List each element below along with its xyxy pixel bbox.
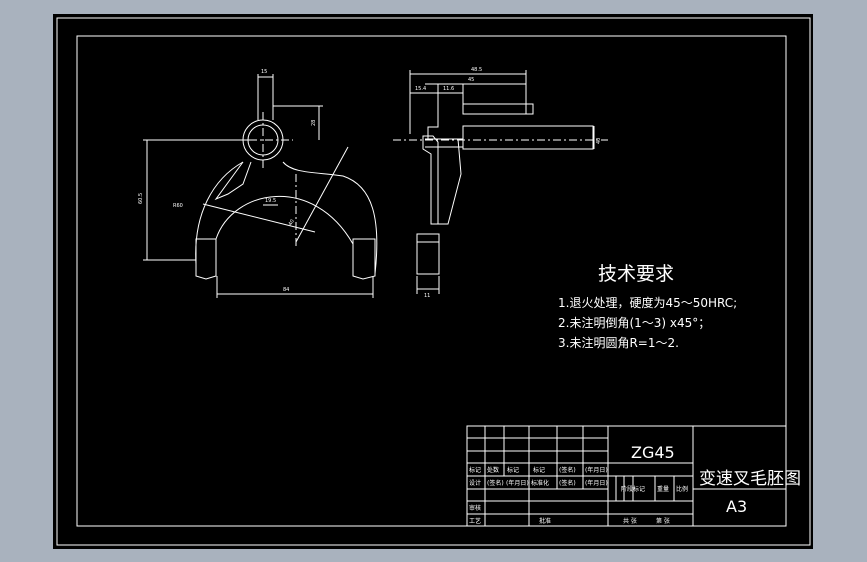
side-hub-body [462, 125, 594, 150]
sheet-size: A3 [726, 497, 747, 516]
side-b-text: 15.4 [415, 86, 426, 92]
label-gongyi: 工艺 [469, 517, 481, 525]
front-dims-text: 15 28 60.5 R60 40 84 19.5 [138, 69, 317, 293]
dim-center-text: 19.5 [265, 198, 276, 204]
hdr-gaiwenjian: 标记 [533, 466, 545, 474]
label-pizhun: 批准 [539, 517, 551, 525]
tech-item-1: 1.退火处理，硬度为45～50HRC; [558, 295, 737, 310]
side-bottom-text: 11 [424, 293, 430, 299]
fork-inner-arc [215, 195, 354, 245]
hdr-biaoji: 标记 [469, 466, 481, 474]
outer-border [56, 17, 811, 546]
label-sheji: 设计 [469, 479, 481, 487]
label-shenhe: 审核 [469, 504, 481, 512]
side-view [393, 70, 608, 294]
side-top-profile [427, 83, 534, 139]
label-biaozhunhua: 标准化 [531, 479, 549, 487]
drawing-sheet: 15 28 60.5 R60 40 84 19.5 48.5 45 15.4 1… [53, 14, 813, 549]
tech-item-2: 2.未注明倒角(1～3) x45°； [558, 315, 710, 330]
title-block [466, 425, 787, 527]
drawing-name: 变速叉毛胚图 [699, 469, 801, 489]
dim-left-height-text: 60.5 [138, 193, 144, 204]
dim-diameter-text: 40 [288, 218, 296, 227]
fork-left-foot [195, 238, 217, 280]
material-label: ZG45 [631, 443, 675, 462]
sheji-date: (年月日) [506, 479, 529, 487]
radius-leader [202, 203, 316, 233]
hdr-fenqu: 标记 [507, 466, 519, 474]
fork-right-foot [352, 238, 376, 280]
drawing-canvas: 15 28 60.5 R60 40 84 19.5 48.5 45 15.4 1… [56, 17, 811, 546]
dim-radius-text: R60 [173, 203, 183, 209]
dim-bottom-text: 84 [283, 287, 289, 293]
front-view [143, 74, 378, 298]
label-dizhang: 第 张 [656, 517, 670, 525]
dim-hole-offset-text: 28 [311, 120, 317, 126]
side-dims-text: 48.5 45 15.4 11.6 40 11 [415, 67, 602, 299]
label-jieduan: 阶段标记 [621, 485, 645, 493]
fork-outer-right [282, 161, 378, 275]
title-block-text: ZG45 变速叉毛胚图 A3 标记 处数 标记 标记 (签名) (年月日) 设计… [469, 443, 801, 525]
inner-frame [76, 35, 787, 527]
side-arm [422, 135, 439, 225]
dim-top-text: 15 [261, 69, 267, 75]
label-zhongliang: 重量 [657, 485, 669, 493]
sheji-sig: (签名) [487, 479, 504, 487]
side-arm-outer [433, 138, 462, 225]
bz-sig: (签名) [559, 479, 576, 487]
tech-requirements: 技术要求 1.退火处理，硬度为45～50HRC; 2.未注明倒角(1～3) x4… [558, 263, 737, 350]
tech-item-3: 3.未注明圆角R=1～2. [558, 335, 679, 350]
hdr-qianming: (签名) [559, 466, 576, 474]
side-a-text: 45 [468, 77, 474, 83]
label-gongzhang: 共 张 [623, 517, 637, 525]
fork-outer-left [195, 161, 244, 265]
label-bili: 比例 [676, 485, 688, 493]
side-foot [416, 233, 440, 275]
bz-date: (年月日) [585, 479, 608, 487]
tech-title: 技术要求 [598, 263, 674, 285]
fork-shoulder [214, 161, 252, 201]
hdr-nianyueri: (年月日) [585, 466, 608, 474]
side-c-text: 11.6 [443, 86, 454, 92]
diameter-leader [295, 146, 349, 243]
side-total-text: 48.5 [471, 67, 482, 73]
side-dia-text: 40 [596, 138, 602, 144]
hdr-chushu: 处数 [487, 466, 499, 474]
